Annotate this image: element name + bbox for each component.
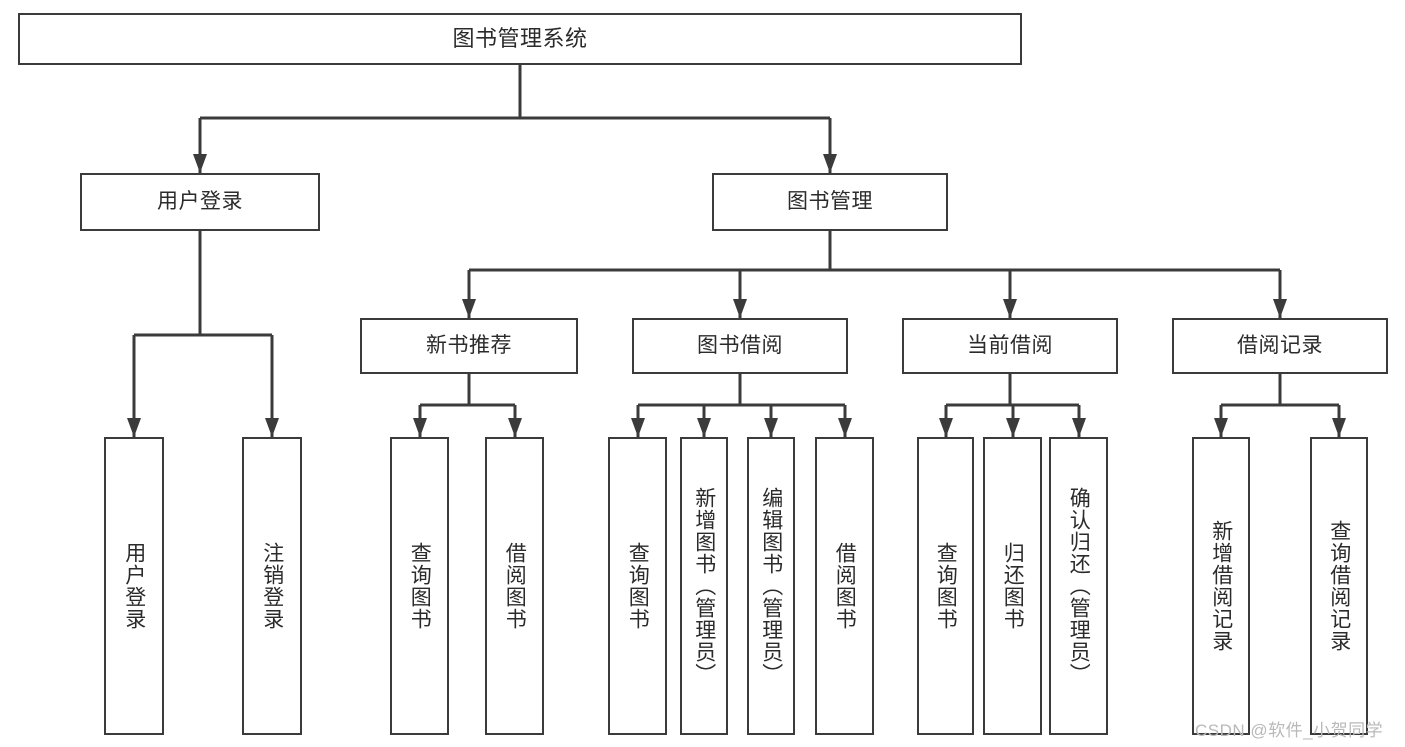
node-label-new-book-rec: 新书推荐 bbox=[426, 333, 512, 357]
node-label-leaf-query-book-3: 查询图书 bbox=[934, 542, 958, 630]
arrowhead-user-login bbox=[193, 154, 207, 173]
arrowhead-leaf-logout bbox=[265, 418, 279, 437]
node-label-leaf-borrow-book-2: 借阅图书 bbox=[833, 542, 857, 630]
node-label-leaf-query-record: 查询借阅记录 bbox=[1327, 520, 1351, 652]
node-label-leaf-add-record: 新增借阅记录 bbox=[1209, 520, 1233, 652]
node-new-book-rec[interactable]: 新书推荐 bbox=[360, 318, 578, 374]
arrowhead-leaf-return-book bbox=[1006, 418, 1020, 437]
node-current-borrow[interactable]: 当前借阅 bbox=[902, 318, 1118, 374]
node-leaf-edit-book[interactable]: 编辑图书（管理员） bbox=[747, 437, 795, 735]
node-leaf-borrow-book-1[interactable]: 借阅图书 bbox=[485, 437, 544, 735]
node-label-leaf-logout: 注销登录 bbox=[260, 542, 284, 630]
node-borrow-record[interactable]: 借阅记录 bbox=[1172, 318, 1388, 374]
arrowhead-leaf-query-book-1 bbox=[413, 418, 427, 437]
node-label-book-borrow: 图书借阅 bbox=[697, 333, 783, 357]
arrowhead-leaf-query-book-2 bbox=[631, 418, 645, 437]
csdn-watermark: CSDN @软件_小贺同学 bbox=[1195, 721, 1384, 740]
arrowhead-leaf-user-login bbox=[127, 418, 141, 437]
arrowhead-leaf-add-record bbox=[1214, 418, 1228, 437]
arrowhead-leaf-borrow-book-2 bbox=[838, 418, 852, 437]
arrowhead-leaf-borrow-book-1 bbox=[508, 418, 522, 437]
arrowhead-book-manage bbox=[823, 154, 837, 173]
node-leaf-confirm-return[interactable]: 确认归还（管理员） bbox=[1049, 437, 1108, 735]
node-root[interactable]: 图书管理系统 bbox=[18, 13, 1022, 65]
node-leaf-add-record[interactable]: 新增借阅记录 bbox=[1192, 437, 1250, 735]
node-label-leaf-confirm-return: 确认归还（管理员） bbox=[1067, 487, 1091, 685]
node-user-login[interactable]: 用户登录 bbox=[80, 173, 320, 231]
node-label-borrow-record: 借阅记录 bbox=[1237, 333, 1323, 357]
arrowhead-leaf-confirm-return bbox=[1072, 418, 1086, 437]
node-label-current-borrow: 当前借阅 bbox=[967, 333, 1053, 357]
arrowhead-borrow-record bbox=[1273, 299, 1287, 318]
node-label-leaf-add-book: 新增图书（管理员） bbox=[692, 487, 716, 685]
node-label-user-login: 用户登录 bbox=[157, 189, 243, 213]
node-label-leaf-borrow-book-1: 借阅图书 bbox=[503, 542, 527, 630]
node-leaf-logout[interactable]: 注销登录 bbox=[242, 437, 302, 735]
node-leaf-borrow-book-2[interactable]: 借阅图书 bbox=[815, 437, 874, 735]
node-label-leaf-user-login: 用户登录 bbox=[122, 542, 146, 630]
node-leaf-add-book[interactable]: 新增图书（管理员） bbox=[680, 437, 728, 735]
node-book-manage[interactable]: 图书管理 bbox=[712, 173, 948, 231]
arrowhead-leaf-edit-book bbox=[764, 418, 778, 437]
node-label-leaf-edit-book: 编辑图书（管理员） bbox=[759, 487, 783, 685]
node-label-leaf-query-book-2: 查询图书 bbox=[626, 542, 650, 630]
arrowhead-leaf-query-book-3 bbox=[939, 418, 953, 437]
node-book-borrow[interactable]: 图书借阅 bbox=[632, 318, 848, 374]
node-leaf-query-book-3[interactable]: 查询图书 bbox=[917, 437, 974, 735]
node-leaf-return-book[interactable]: 归还图书 bbox=[983, 437, 1042, 735]
node-leaf-query-record[interactable]: 查询借阅记录 bbox=[1310, 437, 1368, 735]
node-leaf-user-login[interactable]: 用户登录 bbox=[104, 437, 164, 735]
node-label-book-manage: 图书管理 bbox=[787, 189, 873, 213]
arrowhead-leaf-query-record bbox=[1332, 418, 1346, 437]
node-leaf-query-book-2[interactable]: 查询图书 bbox=[608, 437, 667, 735]
arrowhead-leaf-add-book bbox=[697, 418, 711, 437]
arrowhead-current-borrow bbox=[1003, 299, 1017, 318]
node-label-root: 图书管理系统 bbox=[452, 26, 588, 52]
node-leaf-query-book-1[interactable]: 查询图书 bbox=[390, 437, 449, 735]
arrowhead-new-book-rec bbox=[462, 299, 476, 318]
node-label-leaf-query-book-1: 查询图书 bbox=[408, 542, 432, 630]
arrowhead-book-borrow bbox=[733, 299, 747, 318]
node-label-leaf-return-book: 归还图书 bbox=[1001, 542, 1025, 630]
